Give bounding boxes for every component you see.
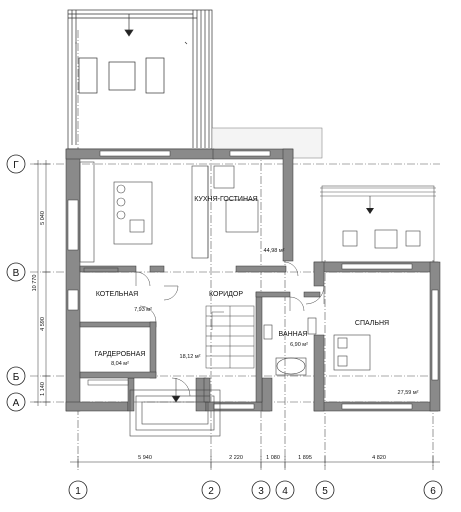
room-bathroom-name: ВАННАЯ: [279, 331, 308, 338]
left-dimension-lines: [34, 160, 50, 406]
room-bathroom-area: 6,90 м²: [290, 342, 308, 348]
axis-label-1: 1: [75, 486, 81, 497]
dim-left-3: 1 140: [40, 382, 46, 396]
doors: [135, 261, 325, 397]
terrace-top: [67, 9, 213, 150]
dim-left-1: 5 040: [40, 211, 46, 225]
axis-label-4: 4: [282, 486, 288, 497]
kitchen-furniture: [79, 161, 259, 273]
axis-label-b: Б: [13, 372, 20, 383]
dim-bottom-1: 5 940: [138, 455, 152, 461]
bottom-dimension-line: [70, 456, 440, 468]
axis-label-a: А: [13, 398, 20, 409]
room-wardrobe-name: ГАРДЕРОБНАЯ: [95, 351, 146, 358]
axis-label-2: 2: [208, 486, 214, 497]
axis-label-6: 6: [430, 486, 436, 497]
dim-left-2: 4 590: [40, 317, 46, 331]
bedroom-furniture: [333, 334, 371, 371]
axis-label-5: 5: [322, 486, 328, 497]
dim-bottom-2: 2 220: [229, 455, 243, 461]
room-corridor-name: КОРИДОР: [209, 291, 243, 298]
room-kitchen-name: КУХНЯ-ГОСТИНАЯ: [194, 196, 257, 203]
room-corridor-area: 18,12 м²: [180, 354, 201, 360]
bathroom-fixtures: [263, 317, 317, 376]
stairs: [205, 305, 255, 369]
entrance-steps: [129, 378, 221, 437]
room-bedroom-area: 27,59 м²: [398, 390, 419, 396]
axis-label-v: В: [13, 268, 20, 279]
dim-bottom-4: 1 895: [298, 455, 312, 461]
axis-label-3: 3: [258, 486, 264, 497]
dim-bottom-3: 1 080: [266, 455, 280, 461]
room-kitchen-area: 44,98 м²: [264, 248, 285, 254]
windows: [67, 150, 439, 410]
room-boiler-name: КОТЕЛЬНАЯ: [96, 291, 138, 298]
axis-bubbles-horizontal: [6, 154, 26, 412]
dim-bottom-5: 4 820: [372, 455, 386, 461]
room-bedroom-name: СПАЛЬНЯ: [355, 320, 389, 327]
room-wardrobe-area: 8,04 м²: [111, 361, 129, 367]
dim-left-total: 10 770: [32, 275, 38, 292]
room-boiler-area: 7,93 м²: [134, 307, 152, 313]
bedroom-terrace: [321, 185, 435, 263]
walls: [65, 148, 441, 412]
axis-label-g: Г: [13, 160, 19, 171]
axis-bubbles-vertical: [68, 480, 443, 500]
